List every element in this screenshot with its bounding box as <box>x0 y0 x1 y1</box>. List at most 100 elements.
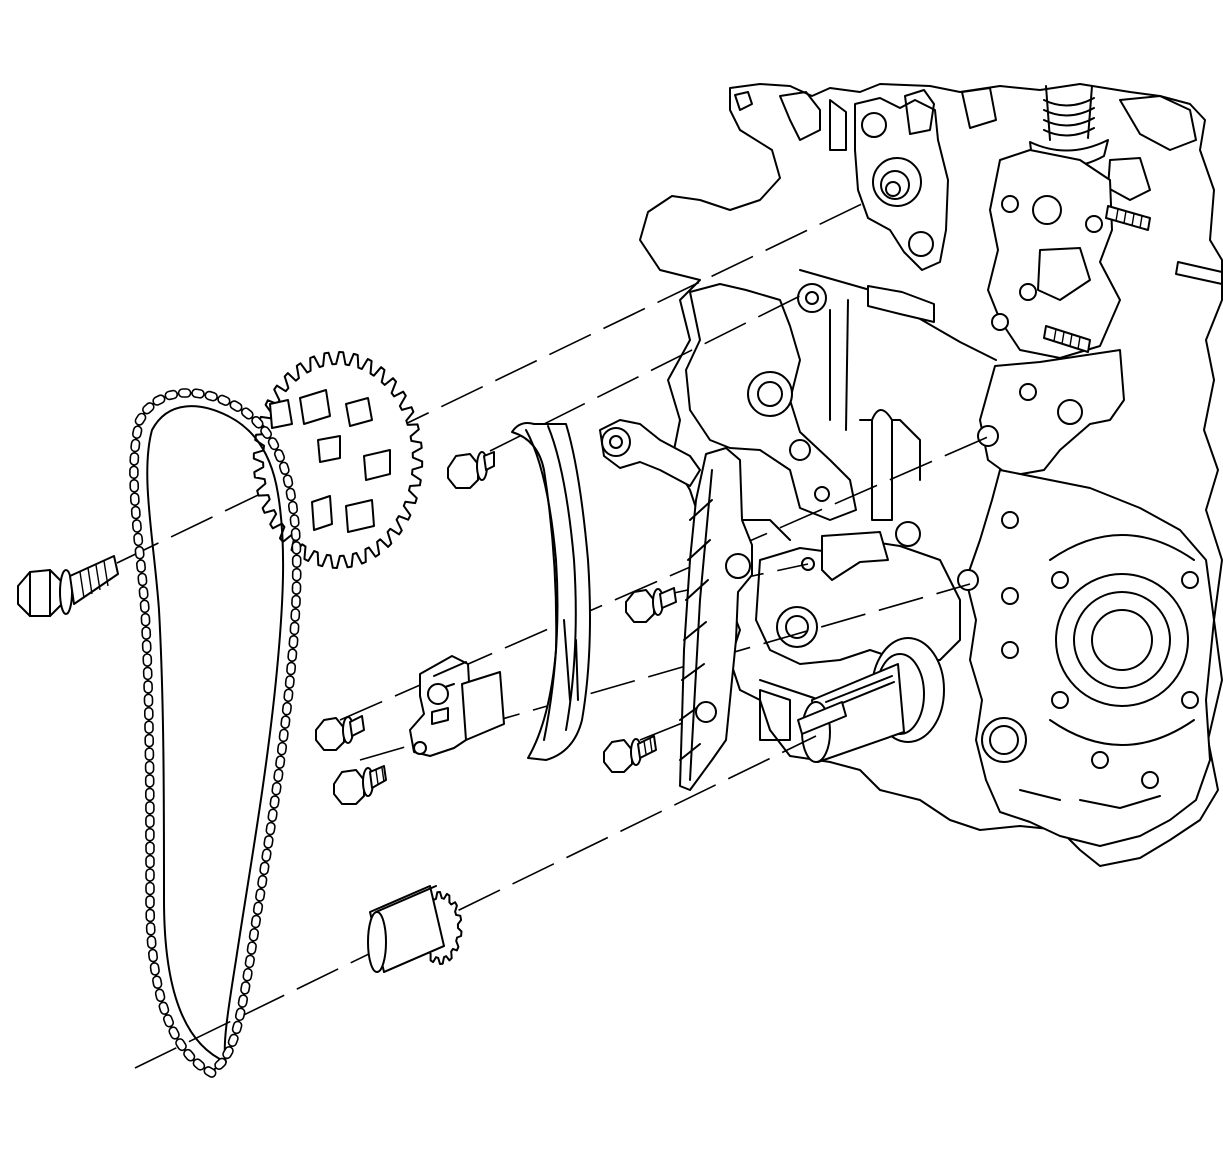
chain-link <box>141 639 152 654</box>
chain-link <box>273 449 286 463</box>
chain-link <box>129 479 140 493</box>
tensioner-guide <box>679 447 753 791</box>
chain-link <box>267 437 280 451</box>
chain-link <box>129 452 140 466</box>
engine-block <box>599 83 1223 867</box>
chain-link <box>290 527 301 542</box>
crankshaft-sprocket <box>367 885 463 973</box>
camshaft-sprocket <box>252 351 424 569</box>
chain-link <box>275 755 286 769</box>
fixed-guide-bolt-lower <box>603 735 657 773</box>
chain-link <box>154 988 166 1003</box>
chain-link <box>285 487 296 502</box>
chain-tensioner <box>409 655 505 757</box>
chain-link <box>242 967 253 982</box>
tensioner-bolt-upper <box>315 715 365 751</box>
chain-link <box>286 661 297 676</box>
chain-link <box>145 841 155 856</box>
chain-link <box>192 1058 206 1071</box>
chain-links <box>129 388 302 1078</box>
chain-link <box>144 720 154 734</box>
chain-link <box>145 868 155 882</box>
chain-link <box>144 760 155 775</box>
chain-link <box>138 586 149 600</box>
chain-link <box>142 402 155 415</box>
chain-link <box>204 390 218 402</box>
chain-link <box>214 1057 227 1070</box>
chain-link <box>149 962 160 976</box>
bolt-icon <box>17 555 119 617</box>
chain-link <box>271 781 282 796</box>
chain-link <box>140 612 151 627</box>
chain-link <box>152 394 166 406</box>
chain-link <box>146 935 157 949</box>
chain-link <box>291 594 301 609</box>
chain-link <box>145 801 155 815</box>
chain-link <box>291 581 302 595</box>
fixed-guide-bolt-upper <box>447 451 495 489</box>
chain-link <box>131 425 143 439</box>
gear-icon <box>252 351 424 569</box>
chain-link <box>278 728 289 743</box>
chain-link <box>231 1020 243 1035</box>
chain-link <box>145 922 156 936</box>
chain-link <box>287 648 298 662</box>
chain-link <box>143 680 153 694</box>
chain-link <box>203 1066 217 1078</box>
chain-link <box>273 768 284 783</box>
chain-link <box>246 941 257 955</box>
chain-link <box>141 626 152 640</box>
chain-link <box>144 747 155 761</box>
chain-link <box>265 821 276 836</box>
chain-link <box>129 465 139 480</box>
chain-link <box>217 394 231 406</box>
chain-link <box>129 492 140 506</box>
tensioner-guide-bolt <box>625 587 677 623</box>
chain-link <box>177 388 192 398</box>
bolt-icon <box>603 735 657 773</box>
crankshaft-nose <box>797 637 945 763</box>
chain-link <box>229 400 243 412</box>
chain-link <box>281 701 292 716</box>
chain-link <box>240 981 251 995</box>
chain-link <box>130 505 141 520</box>
chain-link <box>162 1014 175 1028</box>
chain-link <box>240 407 254 420</box>
chain-link <box>291 567 302 582</box>
chain-link <box>145 895 155 909</box>
chain-link <box>227 1033 239 1047</box>
chain-link <box>144 787 155 802</box>
chain-link <box>183 1048 196 1062</box>
chain-link <box>152 975 163 989</box>
stud-icon <box>1175 261 1223 285</box>
chain-link <box>222 1046 234 1060</box>
fixed-guide <box>511 422 591 761</box>
chain-link <box>267 808 278 823</box>
chain-link <box>168 1026 180 1040</box>
chain-link <box>248 928 260 942</box>
chain-link <box>237 994 249 1008</box>
chain-link <box>251 416 264 429</box>
chain-link <box>291 541 302 555</box>
bolt-icon <box>333 765 387 805</box>
chain-link <box>143 706 154 721</box>
chain-link <box>284 675 295 689</box>
timing-chain <box>129 388 302 1078</box>
bolt-icon <box>447 451 495 489</box>
chain-link <box>175 1038 187 1052</box>
camshaft-sprocket-bolt <box>17 555 119 617</box>
chain-link <box>280 715 291 729</box>
chain-link <box>290 608 301 622</box>
chain-link <box>145 881 155 896</box>
chain-link <box>133 532 144 547</box>
chain-link <box>260 426 273 439</box>
stud-icon <box>1105 205 1151 231</box>
bolt-icon <box>315 715 365 751</box>
chain-link <box>147 948 159 963</box>
chain-link <box>145 814 155 829</box>
chain-link <box>144 733 155 748</box>
chain-link <box>252 901 264 916</box>
chain-link <box>164 389 179 401</box>
